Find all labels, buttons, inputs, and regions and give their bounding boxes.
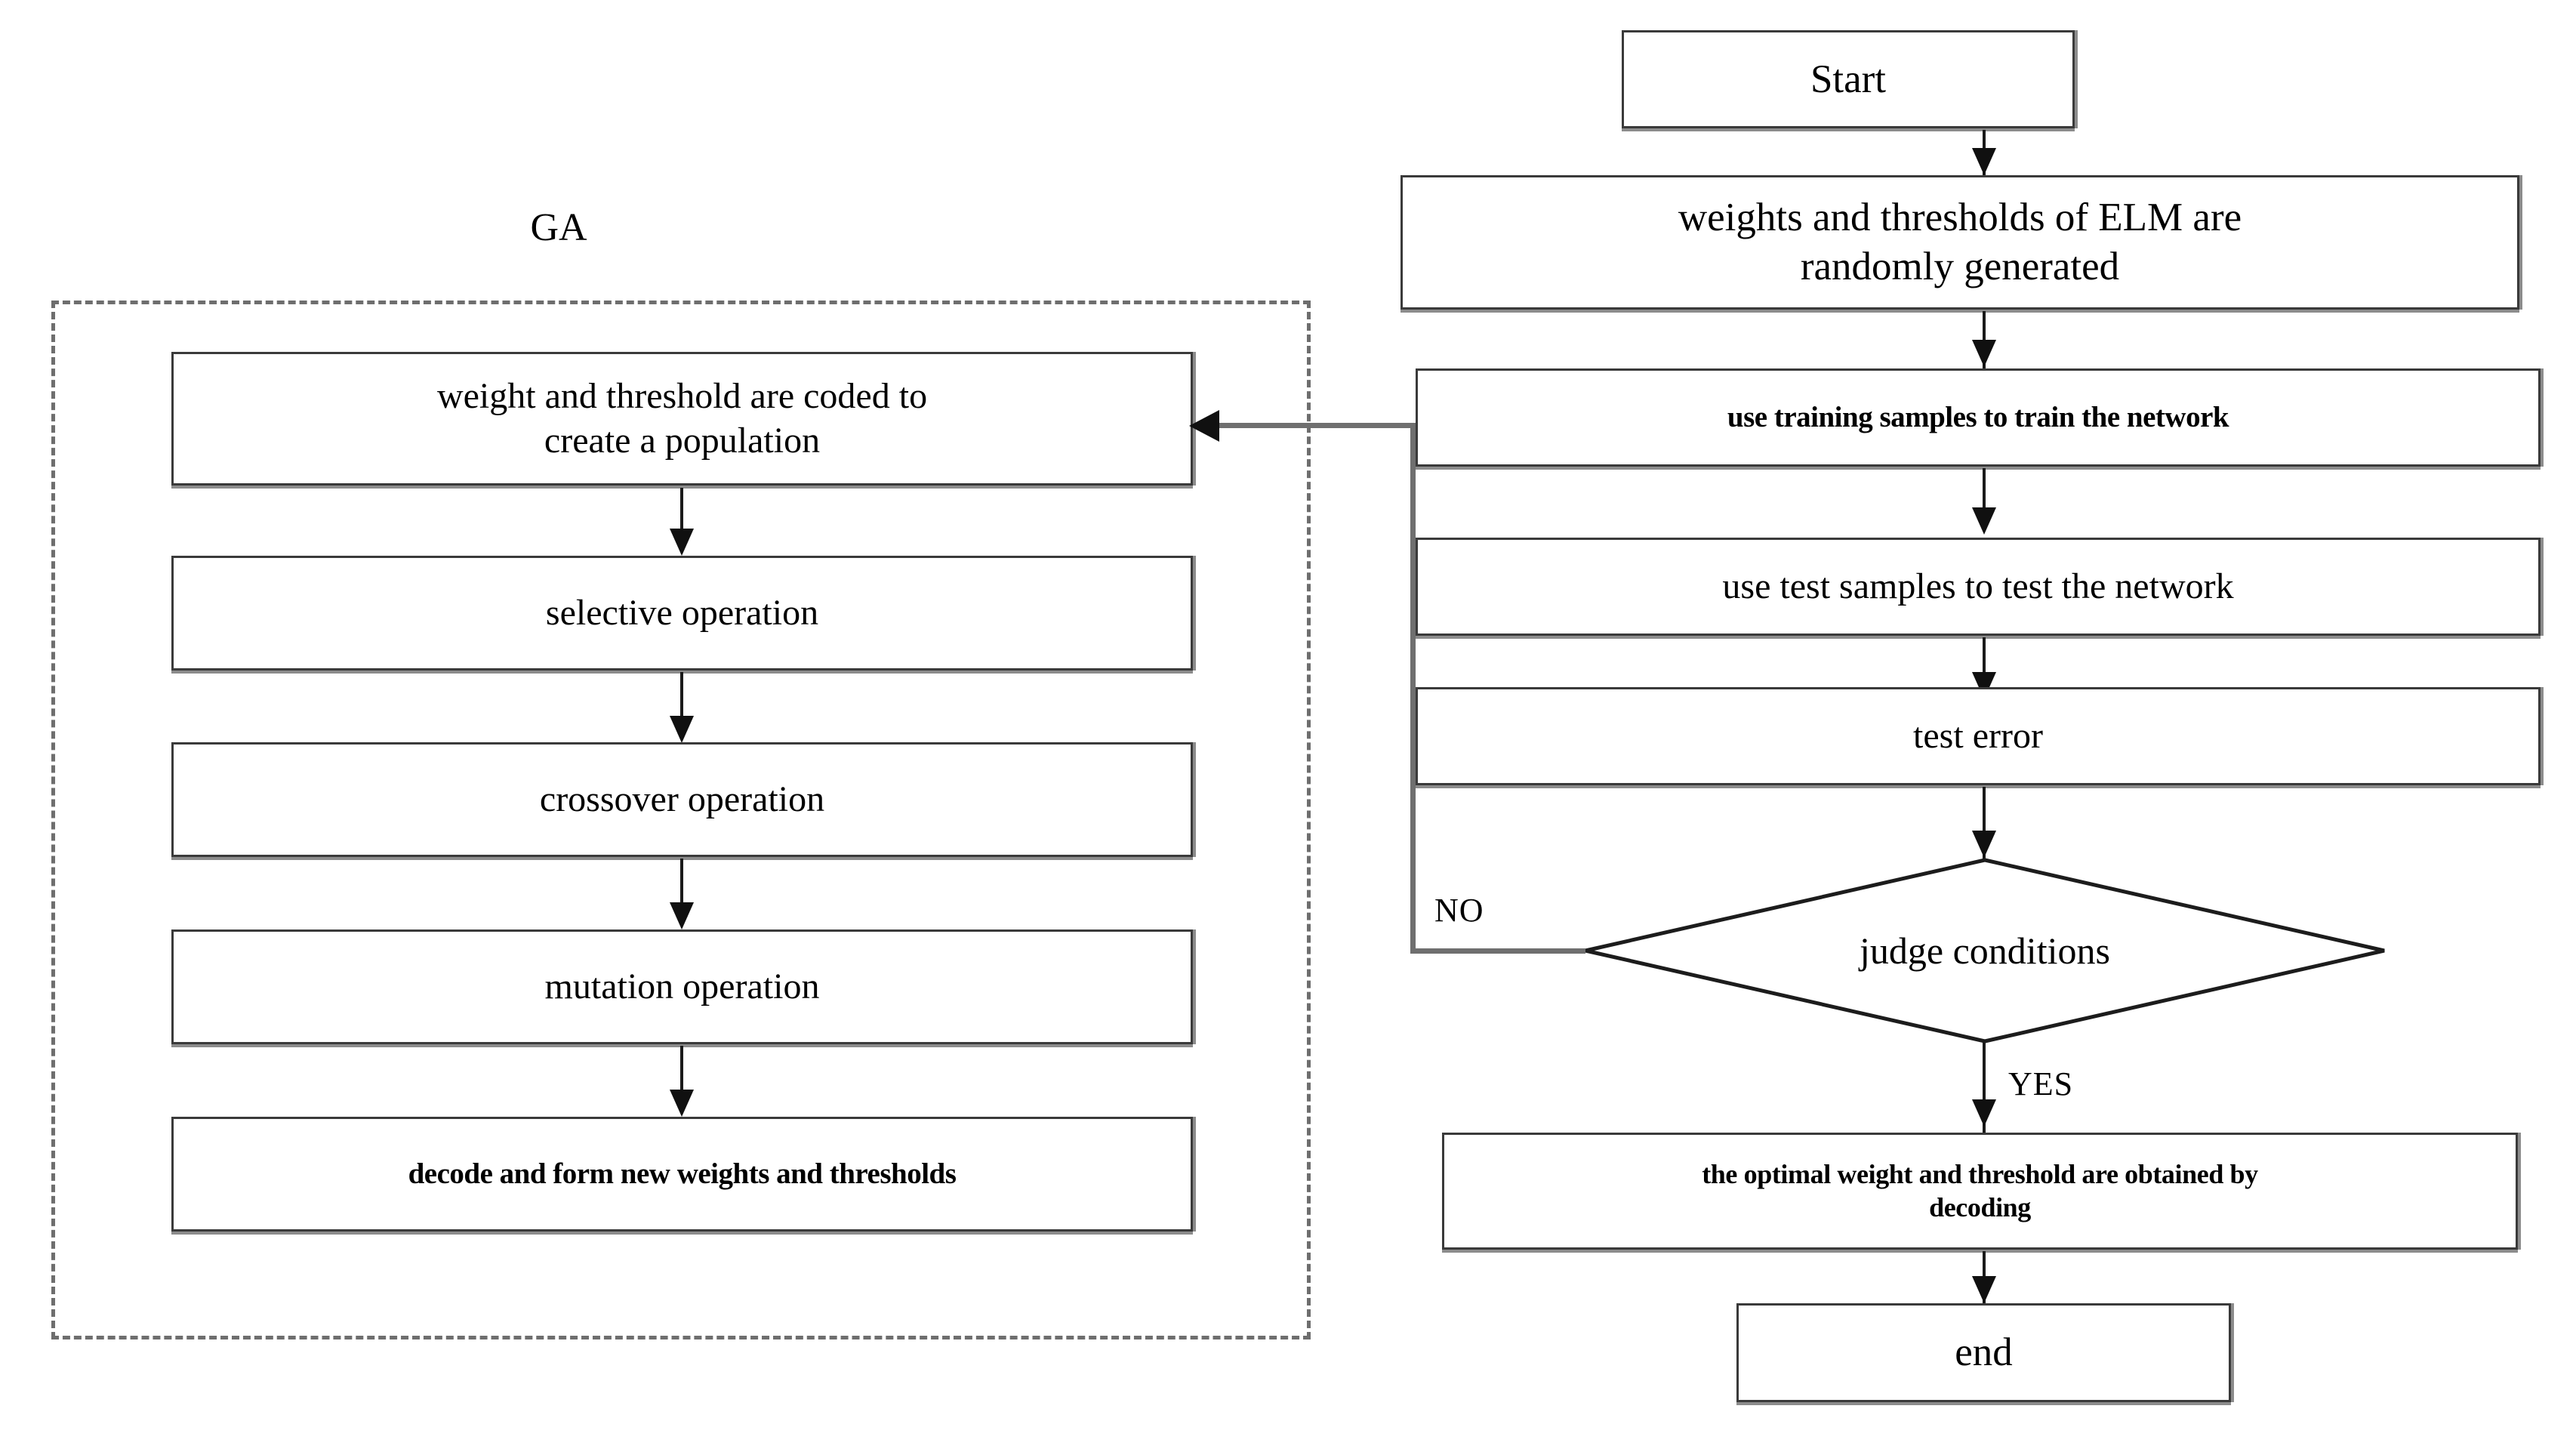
connector-error-to-judge: [1983, 787, 1986, 862]
connector-ga-crossover-to-mutation: [680, 859, 683, 920]
arrowhead-judge-yes-to-optimal: [1972, 1099, 1996, 1127]
ga-group-title: GA: [530, 206, 587, 249]
main-node-start-label: Start: [1810, 57, 1887, 101]
main-node-test-network-label: use test samples to test the network: [1722, 566, 2234, 606]
main-node-init-weights[interactable]: weights and thresholds of ELM are random…: [1400, 175, 2519, 310]
connector-ga-mutation-to-decode: [680, 1046, 683, 1108]
ga-group-container: [51, 301, 1311, 1339]
arrowhead-train-to-test: [1972, 507, 1996, 535]
main-node-init-weights-label: weights and thresholds of ELM are random…: [1678, 196, 2242, 288]
main-node-optimal-weight[interactable]: the optimal weight and threshold are obt…: [1442, 1133, 2518, 1250]
ga-node-code-population[interactable]: weight and threshold are coded to create…: [171, 352, 1193, 486]
ga-node-code-population-label: weight and threshold are coded to create…: [436, 375, 928, 461]
ga-node-selective-operation-label: selective operation: [545, 592, 819, 633]
arrowhead-error-to-judge: [1972, 831, 1996, 858]
connector-test-to-error: [1983, 637, 1986, 698]
ga-node-mutation-operation-label: mutation operation: [544, 966, 820, 1007]
connector-train-to-test: [1983, 468, 1986, 530]
ga-node-decode-new-weights-label: decode and form new weights and threshol…: [408, 1158, 957, 1191]
ga-node-mutation-operation[interactable]: mutation operation: [171, 929, 1193, 1044]
main-node-test-error-label: test error: [1913, 715, 2043, 756]
edge-label-no: NO: [1434, 892, 1484, 929]
edge-label-yes: YES: [2008, 1065, 2074, 1102]
main-node-test-network[interactable]: use test samples to test the network: [1416, 538, 2541, 636]
main-node-end-label: end: [1955, 1330, 2013, 1375]
main-node-train-network[interactable]: use training samples to train the networ…: [1416, 368, 2541, 467]
arrowhead-optimal-to-end: [1972, 1276, 1996, 1303]
connector-judge-yes-to-optimal: [1983, 1040, 1986, 1133]
main-node-start[interactable]: Start: [1622, 30, 2075, 128]
main-node-optimal-weight-label: the optimal weight and threshold are obt…: [1702, 1158, 2258, 1222]
main-node-judge-conditions-label: judge conditions: [1860, 929, 2110, 972]
ga-node-crossover-operation-label: crossover operation: [539, 778, 825, 819]
arrowhead-init-to-train: [1972, 340, 1996, 367]
main-node-end[interactable]: end: [1736, 1303, 2231, 1402]
ga-node-crossover-operation[interactable]: crossover operation: [171, 742, 1193, 857]
arrowhead-judge-no-to-ga: [1189, 410, 1219, 442]
connector-judge-no-vertical: [1410, 423, 1416, 951]
main-node-test-error[interactable]: test error: [1416, 687, 2541, 785]
main-node-train-network-label: use training samples to train the networ…: [1727, 401, 2229, 434]
arrowhead-ga-select-to-crossover: [670, 716, 694, 743]
connector-ga-code-to-select: [680, 488, 683, 547]
arrowhead-ga-code-to-select: [670, 529, 694, 556]
ga-node-selective-operation[interactable]: selective operation: [171, 556, 1193, 671]
connector-judge-no-horizontal-out: [1410, 948, 1585, 954]
connector-ga-select-to-crossover: [680, 672, 683, 734]
main-node-judge-conditions[interactable]: judge conditions: [1582, 858, 2387, 1044]
ga-node-decode-new-weights[interactable]: decode and form new weights and threshol…: [171, 1117, 1193, 1232]
arrowhead-ga-crossover-to-mutation: [670, 902, 694, 929]
arrowhead-start-to-init: [1972, 148, 1996, 175]
arrowhead-ga-mutation-to-decode: [670, 1090, 694, 1117]
connector-judge-no-horizontal-in: [1217, 423, 1413, 428]
